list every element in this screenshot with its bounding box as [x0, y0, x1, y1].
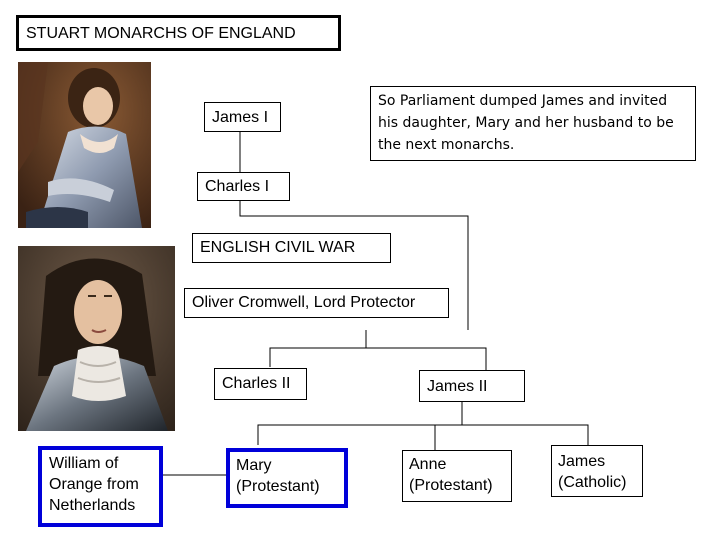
james-catholic-box: James (Catholic) — [551, 445, 643, 497]
queen-portrait-image — [18, 62, 151, 228]
charles-i-box: Charles I — [197, 172, 290, 201]
connector — [257, 424, 589, 445]
connector — [239, 200, 469, 330]
annotation-note: So Parliament dumped James and invited h… — [370, 86, 696, 161]
william-portrait-image — [18, 246, 175, 431]
james-i-box: James I — [204, 102, 281, 132]
civil-war-box: ENGLISH CIVIL WAR — [192, 233, 391, 263]
charles-ii-box: Charles II — [214, 368, 307, 400]
cromwell-box: Oliver Cromwell, Lord Protector — [184, 288, 449, 318]
william-of-orange-box: William of Orange from Netherlands — [38, 446, 163, 527]
connector — [269, 347, 487, 370]
page-title: STUART MONARCHS OF ENGLAND — [16, 15, 341, 51]
anne-box: Anne (Protestant) — [402, 450, 512, 502]
james-ii-box: James II — [419, 370, 525, 402]
mary-box: Mary (Protestant) — [226, 448, 348, 508]
